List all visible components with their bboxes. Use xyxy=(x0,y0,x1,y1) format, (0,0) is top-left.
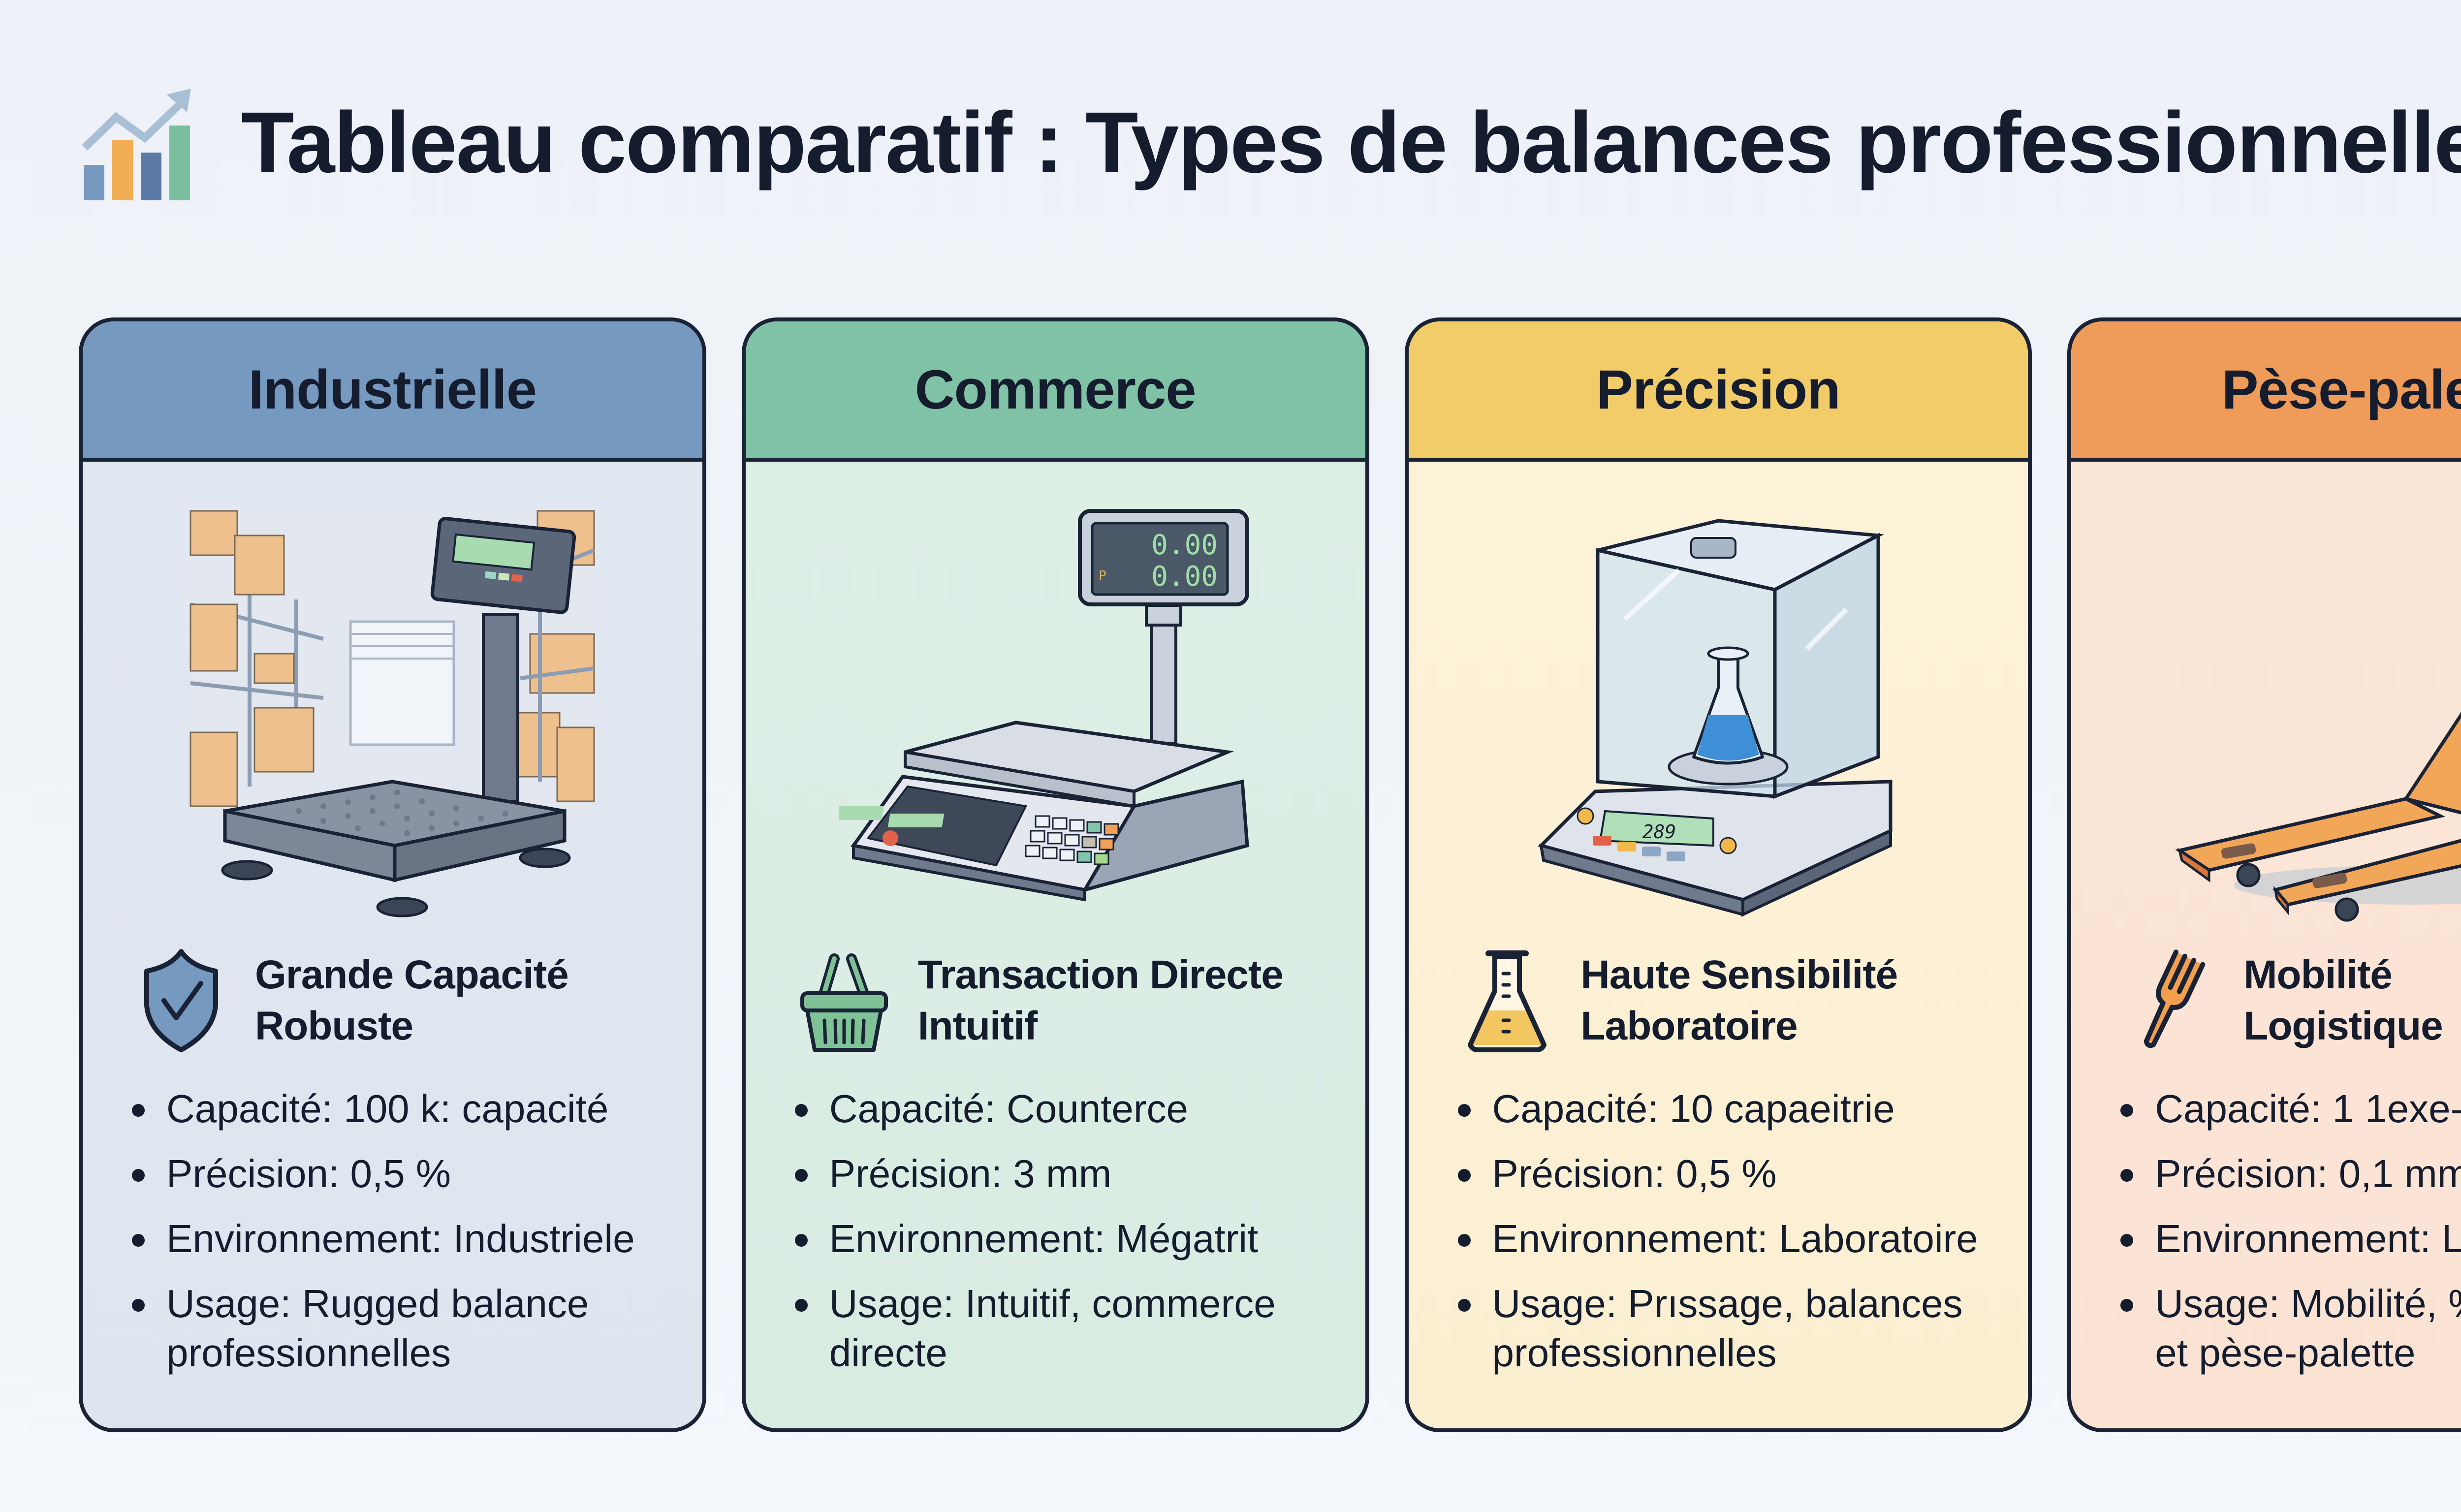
card-body: Mobilité Logistique Capacité: 1 1exe-pal… xyxy=(2071,462,2461,1428)
display-bottom-value: 0.00 xyxy=(1151,561,1218,593)
spec-capacite: Capacité: 10 capaeitrie xyxy=(1448,1084,2014,1134)
feature-line-1: Haute Sensibilité xyxy=(1580,952,1898,997)
feature-row: Haute Sensibilité Laboratoire xyxy=(1458,946,2009,1055)
card-body: 289 xyxy=(1408,462,2028,1428)
balance-display-value: 289 xyxy=(1642,821,1676,843)
card-header: Commerce xyxy=(745,321,1365,462)
spec-list: Capacité: Counterce Précision: 3 mm Envi… xyxy=(785,1084,1351,1393)
spec-list: Capacité: 10 capaeitrie Précision: 0,5 %… xyxy=(1448,1084,2014,1393)
card-body: Grande Capacité Robuste Capacité: 100 k:… xyxy=(83,462,702,1428)
pallet-jack-illustration xyxy=(2175,711,2461,922)
shield-check-icon xyxy=(144,949,218,1052)
card-commerce: Commerce 0.00 0.00 P xyxy=(741,317,1369,1432)
feature-line-2: Intuitif xyxy=(917,1004,1038,1048)
spec-usage: Usage: Rugged balance professionnelles xyxy=(122,1279,688,1378)
card-title: Commerce xyxy=(915,359,1197,420)
feature-row: Transaction Directe Intuitif xyxy=(795,946,1346,1055)
spec-capacite: Capacité: 1 1exe-palette xyxy=(2111,1084,2461,1134)
spec-environnement: Environnement: Laboratoire xyxy=(1448,1214,2014,1263)
spec-list: Capacité: 1 1exe-palette Précision: 0,1 … xyxy=(2111,1084,2461,1393)
feature-line-1: Grande Capacité xyxy=(255,952,569,997)
bar-chart-trend-icon xyxy=(82,89,191,200)
card-header: Industrielle xyxy=(83,321,702,462)
display-top-value: 0.00 xyxy=(1151,529,1218,561)
page-title: Tableau comparatif : Types de balances p… xyxy=(241,94,2461,191)
feature-line-2: Robuste xyxy=(255,1004,413,1048)
feature-row: Grande Capacité Robuste xyxy=(132,946,683,1055)
spec-environnement: Environnement: Mégatrit xyxy=(785,1214,1351,1263)
shopping-basket-icon xyxy=(800,953,888,1052)
feature-text: Haute Sensibilité Laboratoire xyxy=(1581,949,1898,1052)
feature-row: Mobilité Logistique xyxy=(2120,946,2461,1055)
title-row: Tableau comparatif : Types de balances p… xyxy=(79,69,2461,217)
spec-usage: Usage: Mobilité, %, mobilité et pèse-pal… xyxy=(2111,1279,2461,1378)
card-header: Précision xyxy=(1408,321,2028,462)
spec-capacite: Capacité: Counterce xyxy=(785,1084,1351,1134)
spec-precision: Précision: 0,5 % xyxy=(1448,1149,2014,1198)
spec-precision: Précision: 3 mm xyxy=(785,1149,1351,1198)
spec-environnement: Environnement: Industriele xyxy=(122,1214,688,1263)
card-title: Pèse-palette xyxy=(2221,359,2461,420)
erlenmeyer-flask-icon xyxy=(1467,950,1546,1052)
feature-text: Grande Capacité Robuste xyxy=(255,949,569,1052)
card-industrielle: Industrielle xyxy=(79,317,706,1432)
feature-text: Transaction Directe Intuitif xyxy=(917,949,1284,1052)
card-pese-palette: Pèse-palette xyxy=(2067,317,2461,1432)
spec-capacite: Capacité: 100 k: capacité xyxy=(122,1084,688,1134)
retail-scale-illustration: 0.00 0.00 P xyxy=(839,509,1250,902)
card-title: Précision xyxy=(1596,359,1840,420)
analytical-balance-illustration: 289 xyxy=(1538,519,1893,917)
card-body: 0.00 0.00 P xyxy=(745,462,1365,1428)
spec-environnement: Environnement: Logistique xyxy=(2111,1214,2461,1263)
spec-usage: Usage: Intuitif, commerce directe xyxy=(785,1279,1351,1378)
industrial-scale-illustration xyxy=(189,510,595,917)
spec-list: Capacité: 100 k: capacité Précision: 0,5… xyxy=(122,1084,688,1393)
feature-line-1: Transaction Directe xyxy=(917,952,1284,997)
spec-usage: Usage: Prıssage, balances professionnell… xyxy=(1448,1279,2014,1378)
spec-precision: Précision: 0,1 mm xyxy=(2111,1149,2461,1198)
feature-line-2: Logistique xyxy=(2243,1004,2443,1048)
card-title: Industrielle xyxy=(248,359,537,420)
card-precision: Précision 289 xyxy=(1404,317,2032,1432)
comparison-cards: Industrielle xyxy=(79,317,2461,1432)
feature-line-2: Laboratoire xyxy=(1580,1004,1798,1048)
spec-precision: Précision: 0,5 % xyxy=(122,1149,688,1198)
fork-icon xyxy=(2144,949,2206,1048)
card-header: Pèse-palette xyxy=(2071,321,2461,462)
display-label: P xyxy=(1099,568,1106,583)
feature-line-1: Mobilité xyxy=(2243,952,2393,997)
feature-text: Mobilité Logistique xyxy=(2243,949,2443,1052)
